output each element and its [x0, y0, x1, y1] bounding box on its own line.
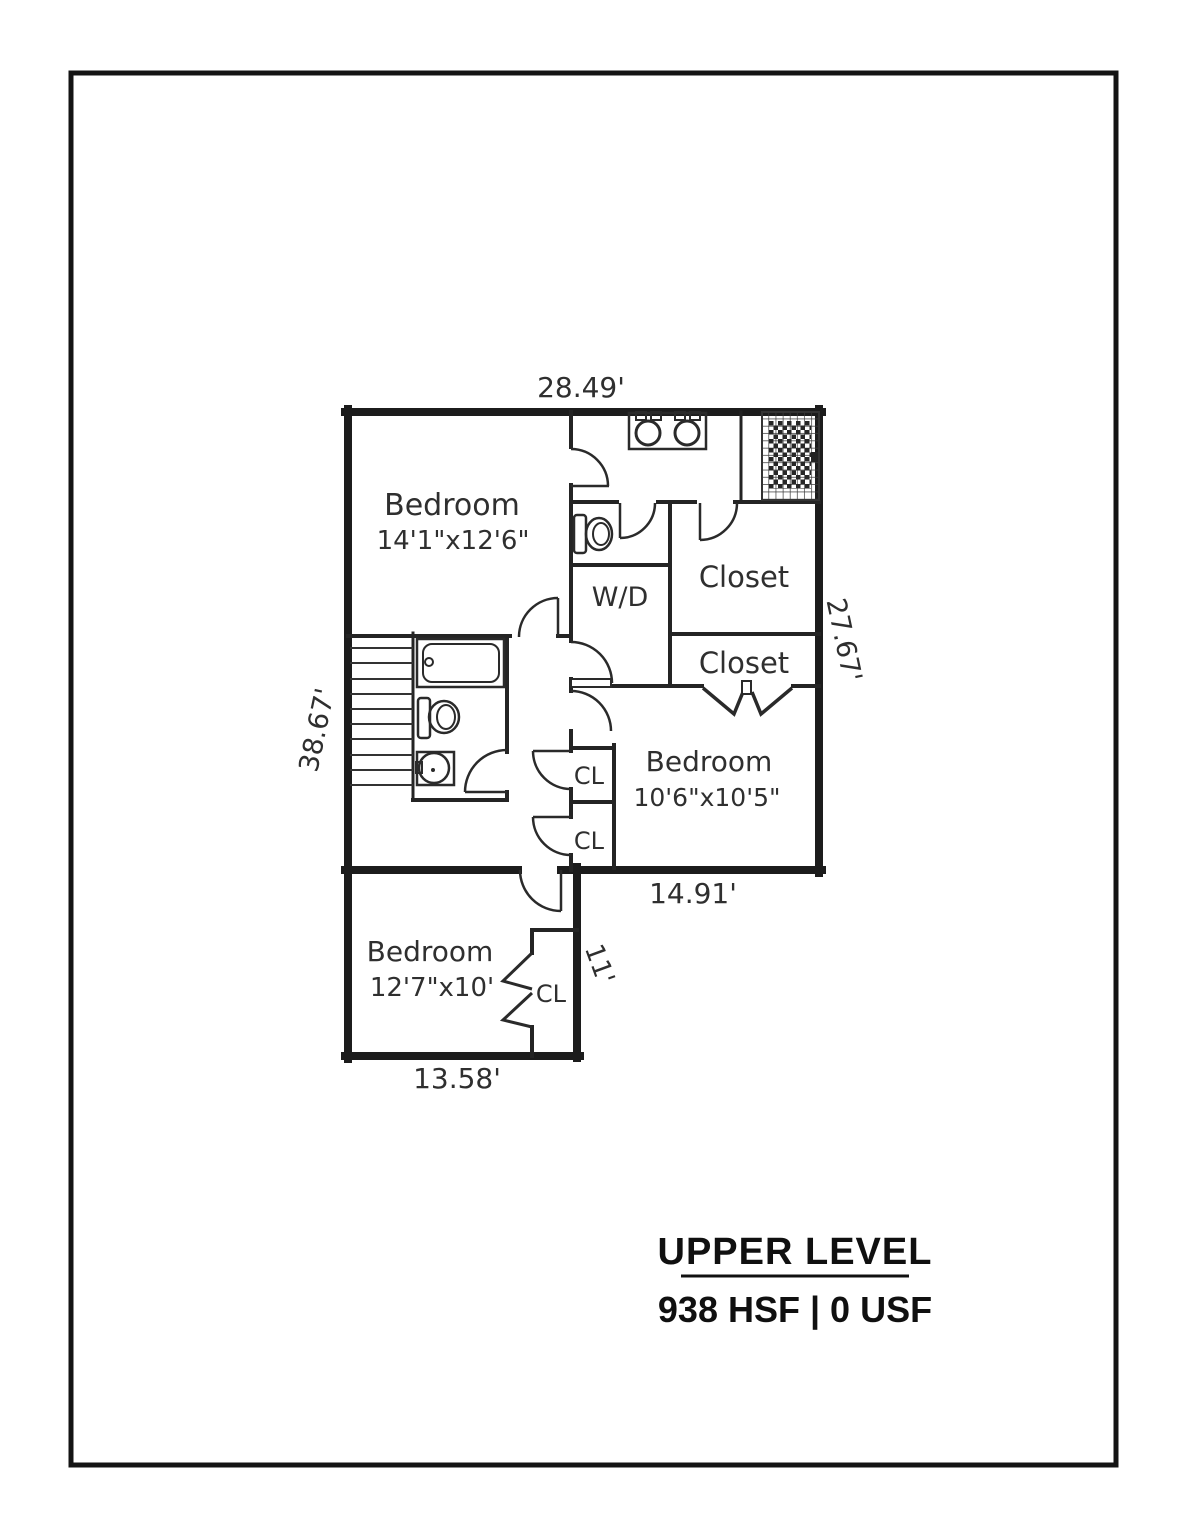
interior-walls [346, 410, 821, 1058]
area-summary: 938 HSF | 0 USF [658, 1289, 932, 1331]
door-closet-hall-1 [531, 749, 572, 791]
closet-lower-label: Closet [699, 646, 789, 680]
dimension-bottom: 13.58' [413, 1062, 501, 1095]
bathtub-icon [415, 637, 506, 689]
dimension-top: 28.49' [537, 371, 625, 404]
closet-hall-1-label: CL [574, 762, 605, 790]
tiled-shower-icon [761, 411, 820, 501]
dimension-left: 38.67' [294, 685, 342, 774]
door-bedroom-main-hall [517, 596, 560, 638]
door-toilet-room [618, 502, 657, 540]
toilet-icon [416, 696, 461, 740]
toilet-icon [572, 513, 614, 555]
door-bathroom-hall [463, 748, 508, 794]
bedroom-third-size: 12'7"x10' [370, 973, 494, 1003]
stairs-icon [350, 647, 413, 786]
closet-rod-icon [701, 680, 794, 717]
bedroom-main-label: Bedroom [384, 488, 520, 523]
bifold-door-icon [499, 951, 534, 1029]
room-labels: Bedroom 14'1"x12'6" W/D Closet Closet Be… [367, 488, 790, 1008]
door-bedroom-main-ensuite [570, 447, 610, 488]
laundry-label: W/D [592, 582, 649, 613]
closet-bedroom3-label: CL [536, 980, 567, 1008]
dimension-closet-right: 11' [578, 940, 620, 988]
bedroom-main-size: 14'1"x12'6" [377, 526, 530, 556]
double-sink-vanity-icon [627, 411, 708, 451]
pedestal-sink-icon [415, 750, 456, 787]
door-closet-hall-2 [531, 815, 572, 857]
fixtures [415, 411, 820, 787]
title-block: UPPER LEVEL 938 HSF | 0 USF [658, 1231, 933, 1331]
door-closet-upper [698, 502, 739, 542]
door-bedroom-second [570, 689, 613, 732]
dimension-mid-bottom: 14.91' [649, 877, 737, 910]
door-laundry [570, 640, 614, 688]
closet-hall-2-label: CL [574, 827, 605, 855]
closet-upper-label: Closet [699, 560, 789, 594]
bedroom-second-label: Bedroom [646, 745, 773, 778]
bedroom-second-size: 10'6"x10'5" [634, 783, 781, 812]
page-border [68, 70, 1119, 1468]
door-bedroom-third [518, 869, 563, 913]
doors [463, 447, 794, 1029]
dimension-right: 27.67' [820, 595, 868, 684]
bedroom-third-label: Bedroom [367, 935, 494, 968]
level-title: UPPER LEVEL [658, 1231, 933, 1273]
